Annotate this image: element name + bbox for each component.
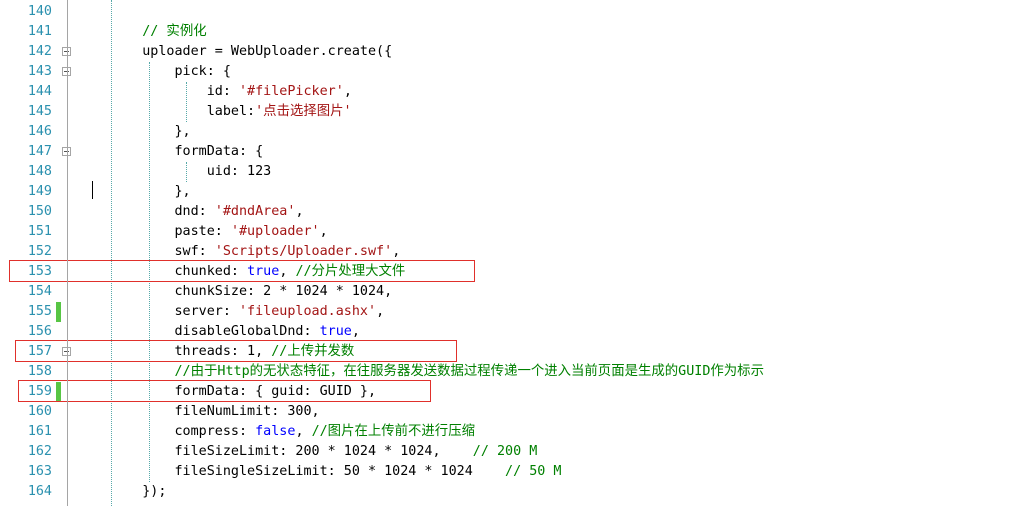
collapse-icon[interactable] — [62, 147, 71, 156]
highlight-box-chunked — [9, 260, 475, 282]
line-number: 146 — [27, 124, 52, 139]
code-line[interactable]: 140 — [0, 2, 1022, 22]
fold-region-line — [67, 0, 68, 506]
code-text[interactable]: disableGlobalDnd: true, — [110, 324, 360, 339]
code-line[interactable]: 149 }, — [0, 182, 1022, 202]
code-line[interactable]: 158 //由于Http的无状态特征，在往服务器发送数据过程传递一个进入当前页面… — [0, 362, 1022, 382]
code-line[interactable]: 162 fileSizeLimit: 200 * 1024 * 1024, //… — [0, 442, 1022, 462]
code-line[interactable]: 148 uid: 123 — [0, 162, 1022, 182]
line-number: 157 — [27, 344, 52, 359]
code-text[interactable]: chunked: true, //分片处理大文件 — [110, 264, 406, 279]
code-line[interactable]: 153 chunked: true, //分片处理大文件 — [0, 262, 1022, 282]
line-number: 142 — [27, 44, 52, 59]
line-number: 161 — [27, 424, 52, 439]
code-text[interactable]: formData: { — [110, 144, 264, 159]
code-line[interactable]: 141 // 实例化 — [0, 22, 1022, 42]
line-number: 150 — [27, 204, 52, 219]
code-line[interactable]: 156 disableGlobalDnd: true, — [0, 322, 1022, 342]
change-marker — [56, 382, 61, 402]
code-line[interactable]: 163 fileSingleSizeLimit: 50 * 1024 * 102… — [0, 462, 1022, 482]
code-line[interactable]: 151 paste: '#uploader', — [0, 222, 1022, 242]
code-line[interactable]: 152 swf: 'Scripts/Uploader.swf', — [0, 242, 1022, 262]
code-line[interactable]: 160 fileNumLimit: 300, — [0, 402, 1022, 422]
line-number: 152 — [27, 244, 52, 259]
code-text[interactable]: label:'点击选择图片' — [110, 104, 352, 119]
indent-guide — [186, 162, 187, 182]
line-number: 155 — [27, 304, 52, 319]
line-number: 147 — [27, 144, 52, 159]
code-text[interactable]: id: '#filePicker', — [110, 84, 352, 99]
code-text[interactable]: paste: '#uploader', — [110, 224, 328, 239]
code-text[interactable]: server: 'fileupload.ashx', — [110, 304, 385, 319]
code-line[interactable]: 145 label:'点击选择图片' — [0, 102, 1022, 122]
indent-guide — [186, 82, 187, 122]
code-line[interactable]: 147 formData: { — [0, 142, 1022, 162]
code-text[interactable]: uid: 123 — [110, 164, 272, 179]
line-number: 159 — [27, 384, 52, 399]
code-text[interactable]: uploader = WebUploader.create({ — [110, 44, 393, 59]
collapse-icon[interactable] — [62, 47, 71, 56]
code-line[interactable]: 154 chunkSize: 2 * 1024 * 1024, — [0, 282, 1022, 302]
line-number: 158 — [27, 364, 52, 379]
indent-guide — [111, 0, 112, 506]
line-number: 143 — [27, 64, 52, 79]
code-line[interactable]: 157 threads: 1, //上传并发数 — [0, 342, 1022, 362]
code-text[interactable]: //由于Http的无状态特征，在往服务器发送数据过程传递一个进入当前页面是生成的… — [174, 364, 764, 379]
code-line[interactable]: 150 dnd: '#dndArea', — [0, 202, 1022, 222]
code-text[interactable]: fileSingleSizeLimit: 50 * 1024 * 1024 //… — [110, 464, 562, 479]
code-text[interactable]: dnd: '#dndArea', — [110, 204, 304, 219]
code-text[interactable]: threads: 1, //上传并发数 — [110, 344, 355, 359]
code-text[interactable]: compress: false, //图片在上传前不进行压缩 — [110, 424, 475, 439]
line-number: 154 — [27, 284, 52, 299]
line-number: 163 — [27, 464, 52, 479]
code-text[interactable]: swf: 'Scripts/Uploader.swf', — [110, 244, 401, 259]
line-number: 141 — [27, 24, 52, 39]
code-line[interactable]: 142 uploader = WebUploader.create({ — [0, 42, 1022, 62]
line-number: 140 — [27, 4, 52, 19]
line-number: 148 — [27, 164, 52, 179]
text-cursor — [92, 181, 93, 199]
collapse-icon[interactable] — [62, 67, 71, 76]
code-text[interactable]: pick: { — [110, 64, 231, 79]
code-line[interactable]: 144 id: '#filePicker', — [0, 82, 1022, 102]
indent-guide — [149, 62, 150, 482]
code-text[interactable]: chunkSize: 2 * 1024 * 1024, — [110, 284, 393, 299]
line-number: 151 — [27, 224, 52, 239]
line-number: 162 — [27, 444, 52, 459]
code-line[interactable]: 159 formData: { guid: GUID }, — [0, 382, 1022, 402]
code-text[interactable]: fileSizeLimit: 200 * 1024 * 1024, // 200… — [110, 444, 538, 459]
code-line[interactable]: 155 server: 'fileupload.ashx', — [0, 302, 1022, 322]
line-number: 164 — [27, 484, 52, 499]
change-marker — [56, 302, 61, 322]
highlight-box-formdata — [18, 380, 431, 402]
line-number: 156 — [27, 324, 52, 339]
line-number: 144 — [27, 84, 52, 99]
code-line[interactable]: 161 compress: false, //图片在上传前不进行压缩 — [0, 422, 1022, 442]
line-number-gutter — [0, 0, 56, 506]
line-number: 149 — [27, 184, 52, 199]
code-line[interactable]: 146 }, — [0, 122, 1022, 142]
code-text[interactable]: }, — [110, 124, 191, 139]
line-number: 153 — [27, 264, 52, 279]
code-text[interactable]: fileNumLimit: 300, — [110, 404, 320, 419]
highlight-box-threads — [15, 340, 457, 362]
code-text[interactable]: }, — [110, 184, 191, 199]
code-text[interactable]: // 实例化 — [142, 24, 207, 39]
collapse-icon[interactable] — [62, 347, 71, 356]
code-text[interactable]: }); — [110, 484, 167, 499]
code-line[interactable]: 143 pick: { — [0, 62, 1022, 82]
code-text[interactable]: formData: { guid: GUID }, — [110, 384, 377, 399]
line-number: 145 — [27, 104, 52, 119]
code-line[interactable]: 164 }); — [0, 482, 1022, 502]
line-number: 160 — [27, 404, 52, 419]
